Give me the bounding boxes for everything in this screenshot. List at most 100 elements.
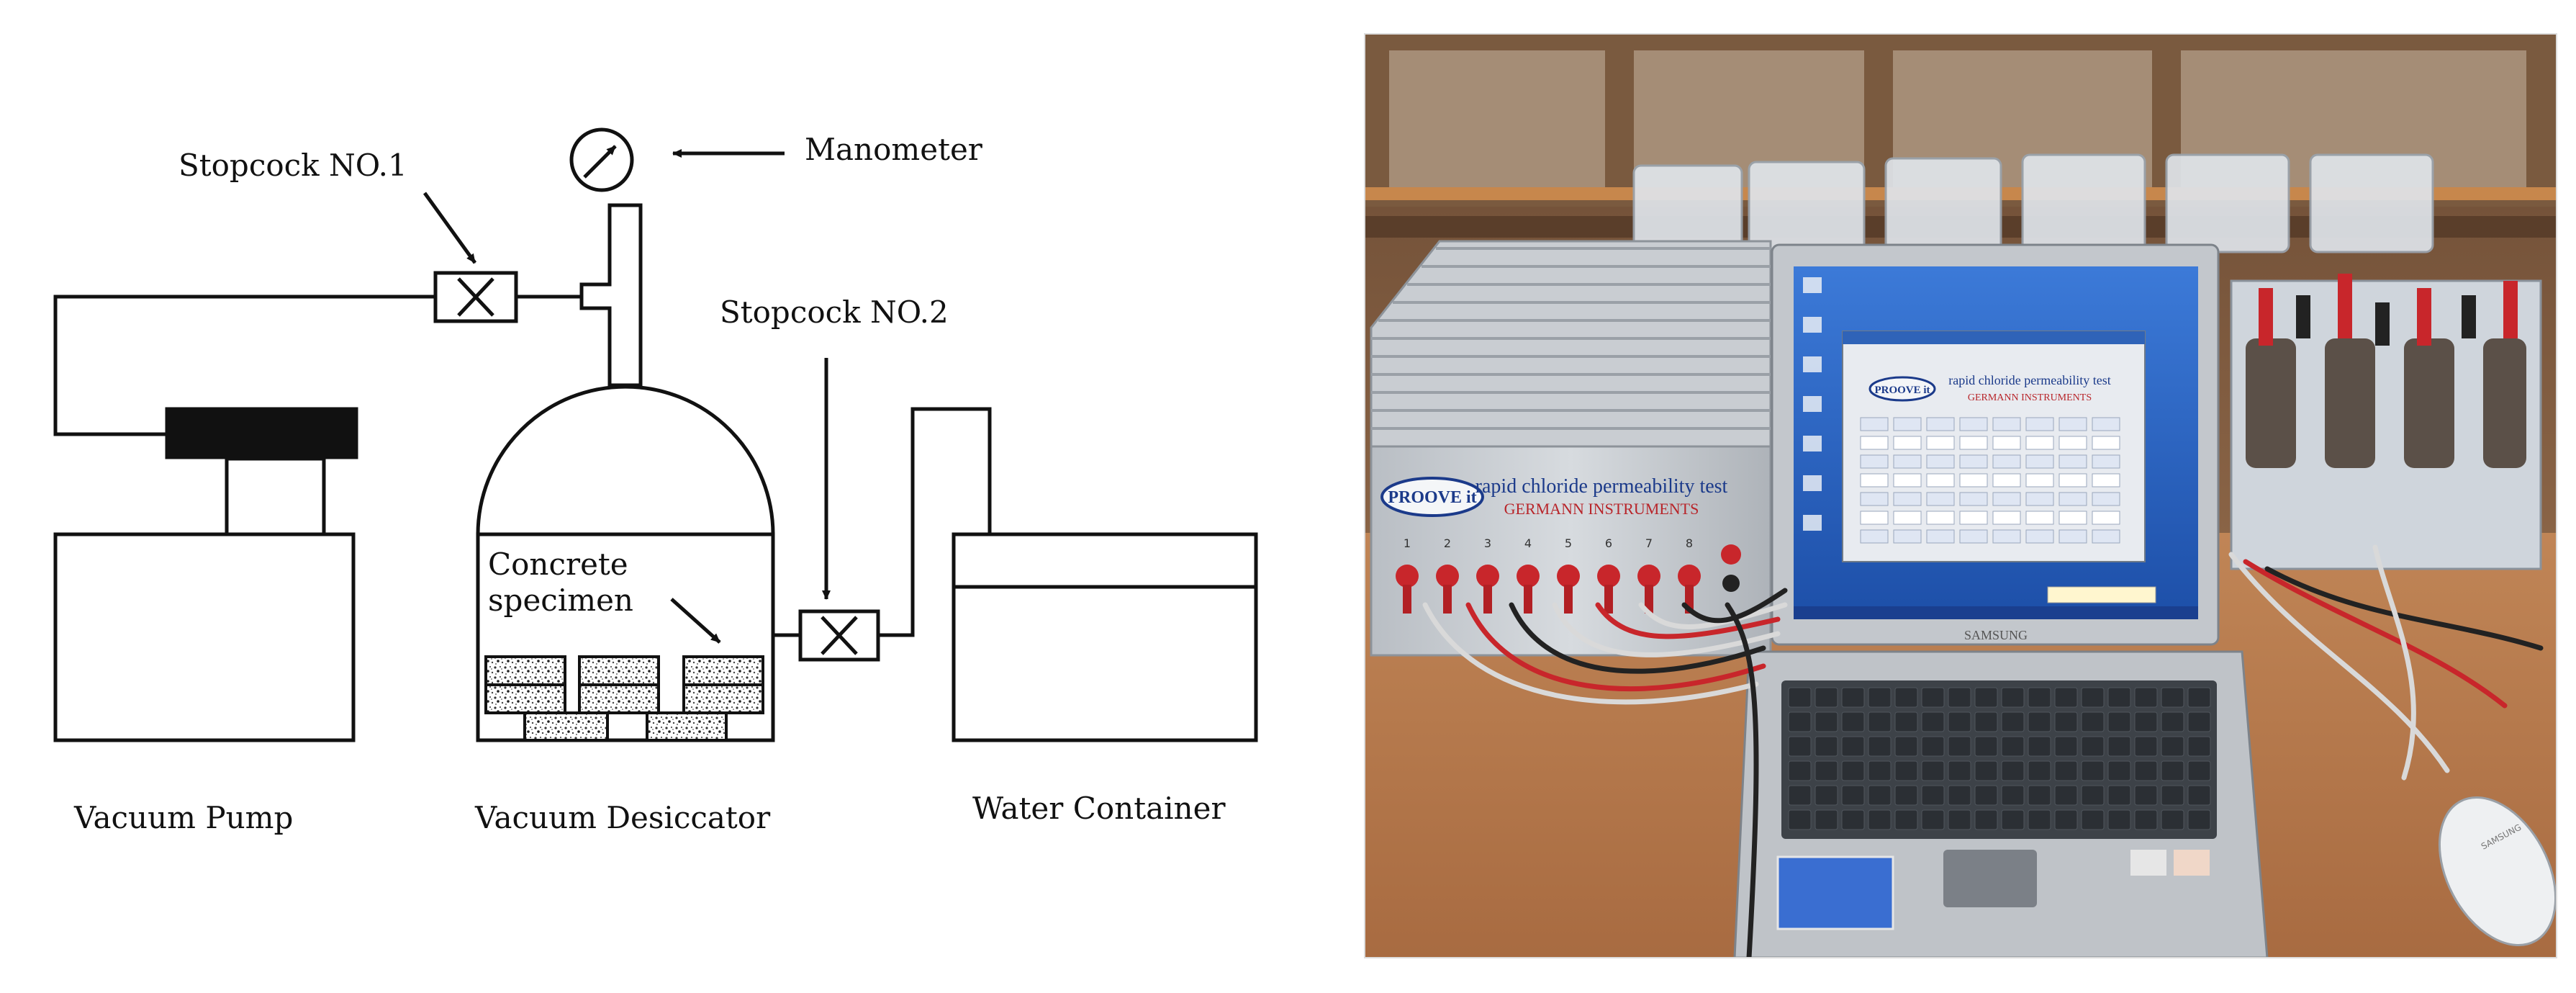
manometer-tube <box>579 203 643 387</box>
keyboard-key <box>1948 687 1971 708</box>
specimen-arrow <box>670 598 721 644</box>
screen-table-cell <box>1860 492 1889 506</box>
specimen-label-line1: Concrete <box>488 547 628 582</box>
screen-title-text: rapid chloride permeability test <box>1948 373 2110 387</box>
screen-table-cell <box>2058 492 2087 506</box>
keyboard-key <box>1894 736 1918 757</box>
keyboard-key <box>2187 687 2211 708</box>
screen-table-cell <box>1992 473 2021 487</box>
channel-connector <box>1557 565 1580 588</box>
stopcock2-label: Stopcock NO.2 <box>720 295 949 330</box>
rcpt-device: PROOVE it rapid chloride permeability te… <box>1370 240 1772 657</box>
keyboard-key <box>1974 711 1998 732</box>
keyboard-key <box>2001 785 2025 806</box>
screen-table-cell <box>1992 454 2021 469</box>
screen-table-cell <box>2025 436 2054 450</box>
channel-plug <box>1564 585 1573 614</box>
keyboard-key <box>1841 711 1865 732</box>
keyboard-key <box>1841 785 1865 806</box>
screen-table-cell <box>1926 417 1955 431</box>
keyboard-key <box>2081 711 2105 732</box>
keyboard-key <box>2134 809 2158 830</box>
keyboard-key <box>2107 809 2131 830</box>
screen-table-cell <box>1860 417 1889 431</box>
manometer-gauge-icon <box>569 127 634 192</box>
keyboard-key <box>1788 711 1812 732</box>
keyboard-key <box>2028 809 2051 830</box>
keyboard-key <box>1815 785 1838 806</box>
screen-table-cell <box>1893 492 1922 506</box>
keyboard-key <box>2187 736 2211 757</box>
screen-table-cell <box>2025 454 2054 469</box>
test-cells-top <box>1632 153 2434 253</box>
screen-table-cell <box>1959 454 1988 469</box>
screen-table-cell <box>2092 417 2120 431</box>
screen-table-cell <box>2025 473 2054 487</box>
screen-table-cell <box>1893 436 1922 450</box>
screen-table-cell <box>1893 417 1922 431</box>
keyboard-key <box>1948 736 1971 757</box>
test-cells-right <box>2230 274 2542 570</box>
keyboard-key <box>1815 736 1838 757</box>
keyboard-key <box>2028 785 2051 806</box>
keyboard-key <box>2054 760 2078 781</box>
screen-table-cell <box>2058 454 2087 469</box>
channel-number: 3 <box>1484 536 1491 550</box>
channel-number: 2 <box>1444 536 1451 550</box>
keyboard-key <box>2161 711 2184 732</box>
keyboard-key <box>1841 687 1865 708</box>
keyboard-key <box>1868 736 1892 757</box>
channel-plug <box>1443 585 1452 614</box>
device-brand-text: PROOVE it <box>1388 488 1476 507</box>
keyboard-key <box>2028 711 2051 732</box>
stopcock-1-valve <box>433 271 518 323</box>
screen-table-cell <box>1959 417 1988 431</box>
stopcock1-label: Stopcock NO.1 <box>178 148 407 183</box>
keyboard-key <box>2134 687 2158 708</box>
stopcock-2-valve <box>798 609 880 662</box>
keyboard-key <box>2081 809 2105 830</box>
keyboard-key <box>1815 809 1838 830</box>
screen-table-cell <box>1992 417 2021 431</box>
keyboard-key <box>1815 711 1838 732</box>
channel-connector <box>1597 565 1620 588</box>
keyboard-key <box>2161 785 2184 806</box>
screen-table-cell <box>2092 492 2120 506</box>
channel-connector <box>1436 565 1459 588</box>
concrete-specimens <box>484 655 764 742</box>
screen-table-cell <box>2092 454 2120 469</box>
screen-table-cell <box>1893 511 1922 525</box>
keyboard-key <box>1788 687 1812 708</box>
screen-table-cell <box>2025 492 2054 506</box>
screen-table-cell <box>2092 436 2120 450</box>
screen-table-cell <box>2025 417 2054 431</box>
keyboard-key <box>2054 687 2078 708</box>
keyboard-key <box>1815 760 1838 781</box>
keyboard-key <box>2054 809 2078 830</box>
channel-number: 6 <box>1605 536 1612 550</box>
screen-table-cell <box>1959 492 1988 506</box>
pipe-pump-to-stopcock1 <box>53 295 435 436</box>
keyboard-key <box>2001 760 2025 781</box>
screen-table-cell <box>2058 436 2087 450</box>
keyboard-key <box>1948 711 1971 732</box>
channel-number: 8 <box>1686 536 1693 550</box>
channel-plug <box>1604 585 1613 614</box>
keyboard-key <box>1788 785 1812 806</box>
mouse: SAMSUNG <box>2438 796 2557 947</box>
screen-table-cell <box>1992 492 2021 506</box>
water-container <box>952 532 1258 742</box>
screen-table-cell <box>1893 454 1922 469</box>
screen-table-cell <box>1992 529 2021 544</box>
channel-number: 5 <box>1565 536 1572 550</box>
diagram-labels: Stopcock NO.1 Manometer Stopcock NO.2 Co… <box>73 132 1226 835</box>
keyboard-key <box>1948 785 1971 806</box>
screen-table-cell <box>1926 454 1955 469</box>
screen-table-cell <box>1860 529 1889 544</box>
keyboard-key <box>1841 760 1865 781</box>
schematic-diagram <box>53 127 1258 742</box>
keyboard-key <box>2001 711 2025 732</box>
